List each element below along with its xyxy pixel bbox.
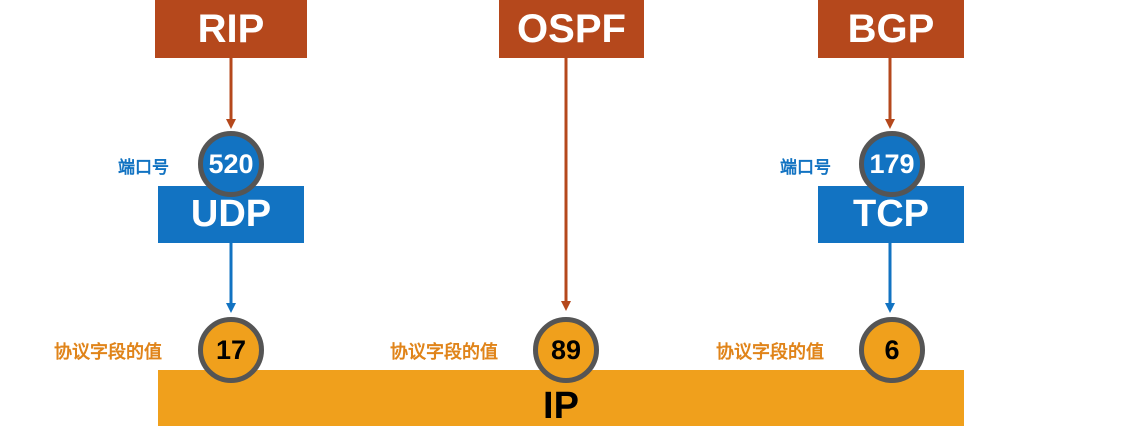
port-value-tcp: 179	[869, 148, 915, 179]
ip-label: IP	[543, 385, 579, 427]
port-label-tcp: 端口号	[780, 158, 831, 178]
field-label-udp: 协议字段的值	[54, 342, 162, 363]
port-circle-tcp: 179	[859, 131, 925, 197]
transport-label-tcp: TCP	[853, 193, 929, 235]
port-value-udp: 520	[208, 148, 254, 179]
field-value-ospf: 89	[550, 334, 582, 365]
port-label-udp: 端口号	[118, 158, 169, 178]
port-circle-udp: 520	[198, 131, 264, 197]
transport-label-udp: UDP	[190, 193, 272, 235]
field-circle-ospf: 89	[533, 317, 599, 383]
field-value-tcp: 6	[884, 334, 900, 365]
app-label-ospf: OSPF	[517, 6, 626, 51]
app-box-ospf: OSPF	[499, 0, 644, 58]
app-box-rip: RIP	[155, 0, 307, 58]
app-label-bgp: BGP	[847, 6, 935, 51]
app-box-bgp: BGP	[818, 0, 964, 58]
field-label-tcp: 协议字段的值	[716, 342, 824, 363]
field-label-ospf: 协议字段的值	[390, 342, 498, 363]
field-circle-udp: 17	[198, 317, 264, 383]
field-value-udp: 17	[215, 334, 247, 365]
field-circle-tcp: 6	[859, 317, 925, 383]
app-label-rip: RIP	[197, 6, 265, 51]
